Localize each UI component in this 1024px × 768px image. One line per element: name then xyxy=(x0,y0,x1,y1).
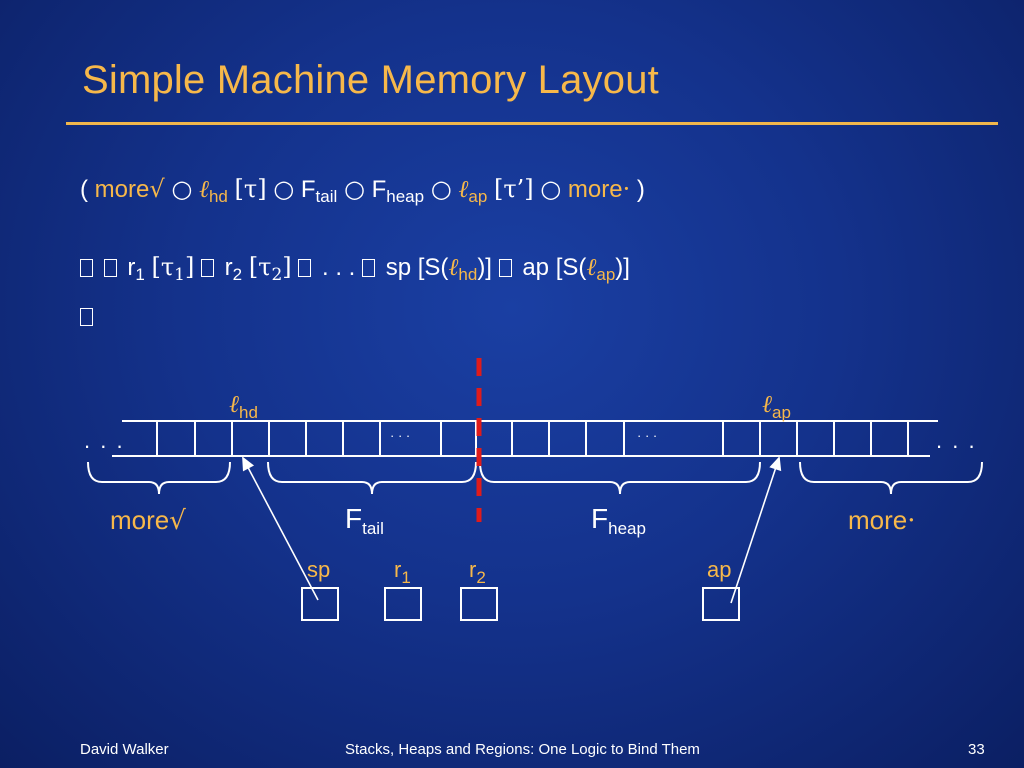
register-box-sp xyxy=(301,587,339,621)
brace-more-check xyxy=(87,461,231,495)
footer-talk-title: Stacks, Heaps and Regions: One Logic to … xyxy=(345,741,700,758)
ell-hd-term: ℓhd xyxy=(198,175,228,206)
sp-pointer-arrow-head xyxy=(242,456,255,472)
slide-title: Simple Machine Memory Layout xyxy=(82,58,659,102)
sp-pointer-arrow xyxy=(242,457,319,601)
f-tail-term: Ftail xyxy=(300,176,338,206)
brace-more-dot xyxy=(799,461,983,495)
more-dot-label: more· xyxy=(848,505,916,536)
close-paren: ) xyxy=(636,176,645,203)
register-label-ap: ap xyxy=(707,557,732,582)
ap-pointer-arrow xyxy=(730,457,780,604)
register-boxes xyxy=(301,587,740,621)
f-tail-label: Ftail xyxy=(345,503,384,538)
missing-glyph-icon xyxy=(80,308,93,326)
mid-ellipsis-1: · · · xyxy=(390,428,411,443)
compose-operator: ○ xyxy=(171,175,193,203)
pointer-arrows xyxy=(242,456,782,604)
title-divider xyxy=(66,122,998,125)
open-paren: ( xyxy=(80,176,88,203)
register-label-r2: r2 xyxy=(469,557,486,587)
ap-term: ap [S(ℓap)] xyxy=(522,253,630,284)
r1-term: r1 xyxy=(127,254,145,284)
register-label-r1: r1 xyxy=(394,557,411,587)
tau2-bracket: [τ2] xyxy=(248,253,292,285)
missing-glyph-icon xyxy=(498,259,512,277)
register-box-r1 xyxy=(384,587,422,621)
missing-glyph-icon xyxy=(298,259,312,277)
tau-bracket: [τ] xyxy=(234,175,267,203)
brace-f-heap xyxy=(479,461,761,495)
formula-line-3 xyxy=(80,303,97,331)
ell-ap-term: ℓap xyxy=(458,175,488,206)
region-braces xyxy=(87,461,983,495)
more-check-term: more√ xyxy=(94,175,165,203)
memory-cells xyxy=(112,420,938,457)
compose-operator: ○ xyxy=(343,175,365,203)
compose-operator: ○ xyxy=(430,175,452,203)
missing-glyph-icon xyxy=(201,259,214,277)
footer-author: David Walker xyxy=(80,741,169,758)
f-heap-label: Fheap xyxy=(591,503,646,538)
tau1-bracket: [τ1] xyxy=(151,253,195,285)
register-label-sp: sp xyxy=(307,557,331,582)
formula-line-2: r1 [τ1] r2 [τ2] . . . sp [S(ℓhd)] ap [S(… xyxy=(80,253,630,285)
left-ellipsis: . . . xyxy=(84,428,125,453)
missing-glyph-icon xyxy=(103,259,117,277)
missing-glyph-icon xyxy=(362,259,376,277)
register-box-r2 xyxy=(460,587,498,621)
ap-pointer-arrow-head xyxy=(769,456,782,472)
register-box-ap xyxy=(702,587,740,621)
ellipsis: . . . xyxy=(322,254,356,281)
formula-line-1: ( more√ ○ ℓhd [τ] ○ Ftail ○ Fheap ○ ℓap … xyxy=(80,175,645,207)
ell-hd-label: ℓhd xyxy=(229,390,258,422)
more-check-label: more√ xyxy=(110,505,186,536)
mid-ellipsis-2: · · · xyxy=(637,428,658,443)
footer-page-number: 33 xyxy=(968,741,985,758)
more-dot-term: more· xyxy=(567,175,631,203)
brace-f-tail xyxy=(267,461,477,495)
right-ellipsis: . . . xyxy=(936,428,977,453)
tau-prime-bracket: [τ’] xyxy=(493,175,534,203)
f-heap-term: Fheap xyxy=(371,176,425,206)
compose-operator: ○ xyxy=(540,175,562,203)
ell-ap-label: ℓap xyxy=(762,390,791,422)
sp-term: sp [S(ℓhd)] xyxy=(385,253,492,284)
missing-glyph-icon xyxy=(80,259,93,277)
compose-operator: ○ xyxy=(273,175,295,203)
r2-term: r2 xyxy=(224,254,243,284)
